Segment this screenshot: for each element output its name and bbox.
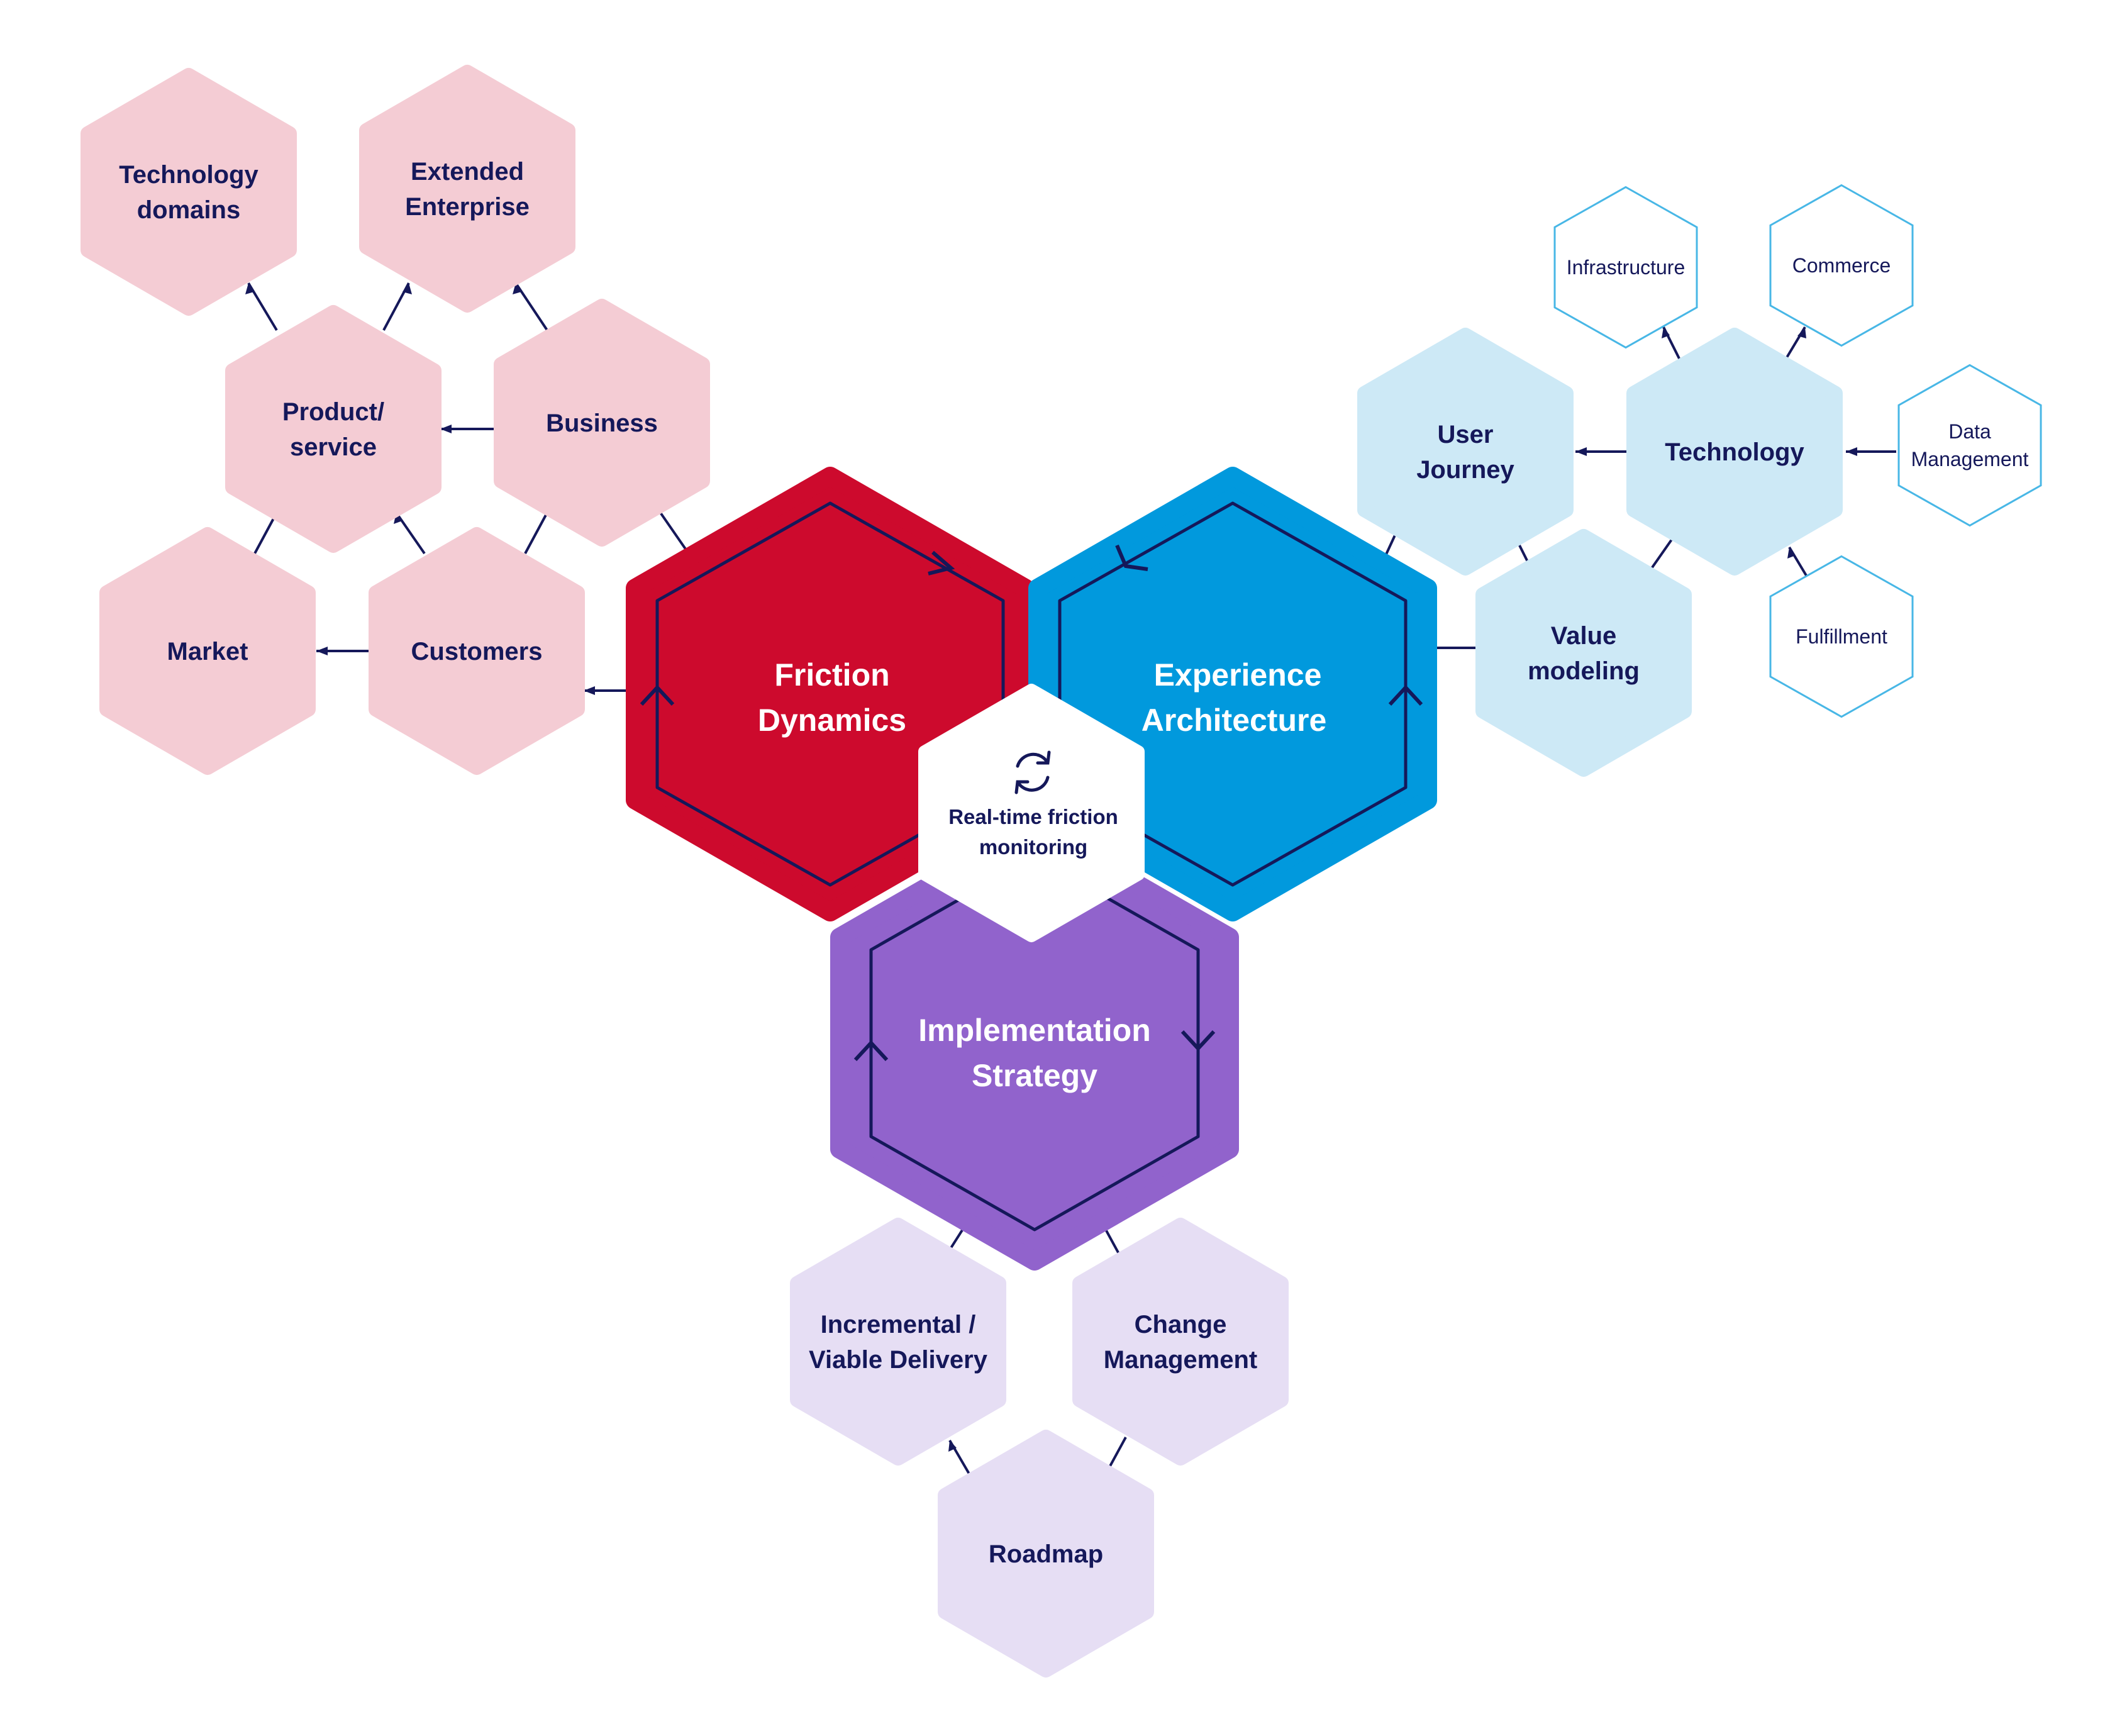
hexagon-infrastructure [1553,186,1698,349]
label-customers-line1: Customers [411,638,543,665]
hexagon-business [494,299,710,547]
hexagon-user-journey [1357,328,1574,576]
label-extended-enterprise-line1: Extended [411,158,524,186]
arrowhead [948,1440,957,1452]
label-technology-domains-line2: domains [137,196,240,224]
arrowhead [316,647,328,655]
hexagon-product-service [225,305,442,553]
implementation-title-line1: Implementation [918,1013,1150,1048]
node-technology-domains: Technology domains [81,68,297,316]
label-value-modeling-line2: modeling [1528,657,1640,685]
label-business-line1: Business [546,409,658,437]
label-infrastructure-line1: Infrastructure [1567,256,1686,279]
connector-technology-value [1650,537,1674,570]
label-incremental-delivery-line1: Incremental / [821,1311,976,1338]
hexagon-technology [1626,328,1843,576]
label-data-management-line2: Management [1911,448,2029,470]
label-change-management-line1: Change [1135,1311,1227,1338]
arrowhead [1662,327,1670,338]
label-data-management-line1: Data [1948,420,1991,443]
experience-title-line1: Experience [1154,657,1322,693]
center-label-line1: Real-time friction [948,805,1118,828]
arrowhead [1787,547,1796,559]
connector-business-friction [659,511,690,555]
hexagon-fulfillment [1769,555,1914,718]
node-commerce: Commerce [1769,184,1914,347]
label-user-journey-line1: User [1438,421,1494,448]
label-product-service-line2: service [290,433,377,461]
center-monitoring-node: Real-time friction monitoring [918,684,1145,942]
node-fulfillment: Fulfillment [1769,555,1914,718]
center-label-line2: monitoring [979,835,1087,859]
friction-cycle-chevron-left [640,684,675,706]
arrowhead [584,686,595,695]
label-user-journey-line2: Journey [1416,456,1514,484]
technology-leaf-nodes: Infrastructure CommerceDataManagementFulf… [1553,184,2042,718]
node-incremental-delivery: Incremental / Viable Delivery [790,1218,1006,1466]
label-roadmap-line1: Roadmap [989,1540,1103,1568]
node-roadmap: Roadmap [938,1430,1154,1678]
arrowhead [245,283,254,294]
label-fulfillment-line1: Fulfillment [1796,625,1887,648]
hexagon-customers [369,527,585,775]
hexagon-commerce [1769,184,1914,347]
label-extended-enterprise-line2: Enterprise [405,193,530,221]
refresh-icon [1014,750,1051,794]
connector-business-customers [524,512,548,554]
friction-nodes: Technology domains ExtendedEnterpriseProdu… [81,65,710,775]
implementation-nodes: Incremental / Viable Delivery ChangeManage… [790,1218,1289,1678]
center-hexagon [918,684,1145,942]
label-product-service-line1: Product/ [282,398,384,426]
label-technology-domains-line1: Technology [119,161,258,189]
node-infrastructure: Infrastructure [1553,186,1698,349]
hexagon-technology-domains [81,68,297,316]
node-value-modeling: Value modeling [1475,529,1692,777]
label-technology-line1: Technology [1665,438,1804,466]
arrowhead [1575,447,1587,456]
label-market-line1: Market [167,638,248,665]
arrowhead [440,425,452,433]
hexagon-roadmap [938,1430,1154,1678]
experience-title-line2: Architecture [1141,703,1327,738]
node-technology: Technology [1626,328,1843,576]
hexagon-market [99,527,316,775]
label-incremental-delivery-line2: Viable Delivery [809,1346,988,1374]
arrowhead [513,283,521,294]
friction-title-line1: Friction [774,657,889,693]
arrowhead [403,283,412,294]
node-market: Market [99,527,316,775]
connector-extended-business [514,282,548,331]
hexagon-extended-enterprise [359,65,575,313]
implementation-cycle-chevron-right [1180,1030,1216,1052]
implementation-cycle-chevron-left [853,1040,889,1062]
friction-title-line2: Dynamics [758,703,906,738]
connector-product-market [253,512,278,554]
implementation-title-line2: Strategy [972,1058,1097,1093]
label-commerce-line1: Commerce [1792,254,1891,277]
experience-cycle-chevron-top [1115,544,1148,571]
arrowhead [1846,447,1857,456]
friction-cycle-chevron-top [928,550,955,576]
hexagon-change-management [1072,1218,1289,1466]
node-customers: Customers [369,527,585,775]
node-business: Business [494,299,710,547]
label-change-management-line2: Management [1104,1346,1258,1374]
experience-cycle-chevron-right [1388,684,1423,706]
hexagon-incremental-delivery [790,1218,1006,1466]
hexagon-data-management [1897,364,2042,527]
arrowhead [1797,327,1806,338]
label-value-modeling-line1: Value [1551,622,1617,650]
node-product-service: Product/service [225,305,442,553]
hexagon-value-modeling [1475,529,1692,777]
